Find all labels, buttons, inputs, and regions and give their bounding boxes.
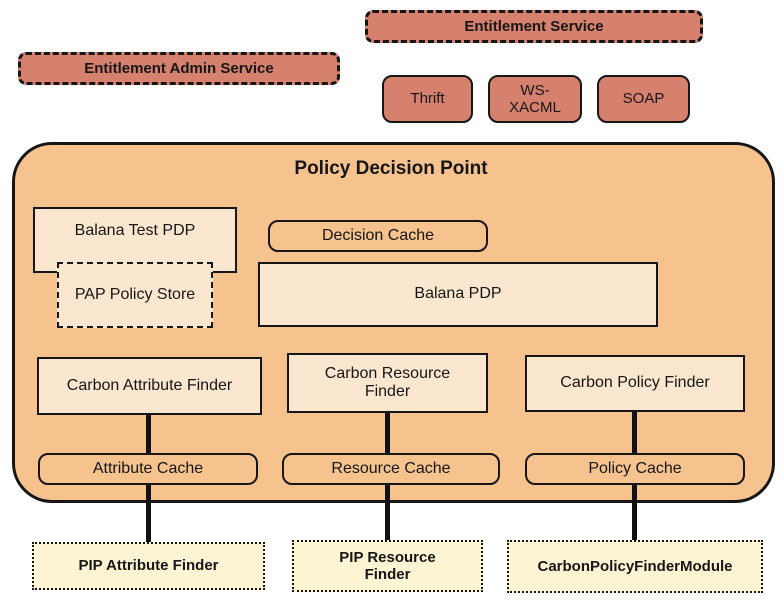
protocol-soap-box: SOAP	[597, 75, 690, 123]
decision-cache-box: Decision Cache	[268, 220, 488, 252]
carbon-policy-finder-box: Carbon Policy Finder	[525, 355, 745, 412]
carbon-policy-finder-module-label: CarbonPolicyFinderModule	[537, 557, 733, 575]
resource-cache-box: Resource Cache	[282, 453, 500, 485]
carbon-resource-finder-box: Carbon Resource Finder	[287, 353, 488, 413]
resource-cache-label: Resource Cache	[331, 459, 451, 477]
carbon-attribute-finder-label: Carbon Attribute Finder	[66, 376, 233, 394]
balana-test-pdp-label: Balana Test PDP	[74, 221, 196, 239]
balana-pdp-label: Balana PDP	[414, 285, 502, 303]
pip-resource-finder-label: PIP Resource Finder	[339, 548, 436, 583]
protocol-ws-xacml-label: WS-XACML	[509, 81, 561, 116]
policy-cache-label: Policy Cache	[588, 459, 682, 477]
protocol-thrift-label: Thrift	[410, 90, 445, 108]
attribute-cache-label: Attribute Cache	[92, 459, 204, 477]
pip-attribute-finder-box: PIP Attribute Finder	[32, 542, 265, 590]
protocol-thrift-box: Thrift	[382, 75, 473, 123]
entitlement-admin-service-box: Entitlement Admin Service	[18, 52, 340, 85]
entitlement-service-label: Entitlement Service	[464, 17, 604, 35]
entitlement-service-box: Entitlement Service	[365, 10, 703, 43]
protocol-soap-label: SOAP	[622, 90, 665, 108]
carbon-resource-finder-label: Carbon Resource Finder	[324, 364, 451, 400]
carbon-policy-finder-module-box: CarbonPolicyFinderModule	[507, 540, 763, 593]
pap-policy-store-box: PAP Policy Store	[57, 262, 213, 328]
pip-attribute-finder-label: PIP Attribute Finder	[78, 557, 219, 575]
pip-resource-finder-box: PIP Resource Finder	[292, 540, 483, 592]
carbon-policy-finder-label: Carbon Policy Finder	[560, 374, 710, 392]
entitlement-admin-service-label: Entitlement Admin Service	[84, 59, 274, 77]
pap-policy-store-label: PAP Policy Store	[74, 285, 196, 303]
policy-cache-box: Policy Cache	[525, 453, 745, 485]
protocol-ws-xacml-box: WS-XACML	[488, 75, 582, 123]
balana-pdp-box: Balana PDP	[258, 262, 658, 327]
decision-cache-label: Decision Cache	[321, 226, 435, 244]
attribute-cache-box: Attribute Cache	[38, 453, 258, 485]
carbon-attribute-finder-box: Carbon Attribute Finder	[37, 357, 262, 415]
policy-decision-point-title: Policy Decision Point	[294, 158, 488, 179]
